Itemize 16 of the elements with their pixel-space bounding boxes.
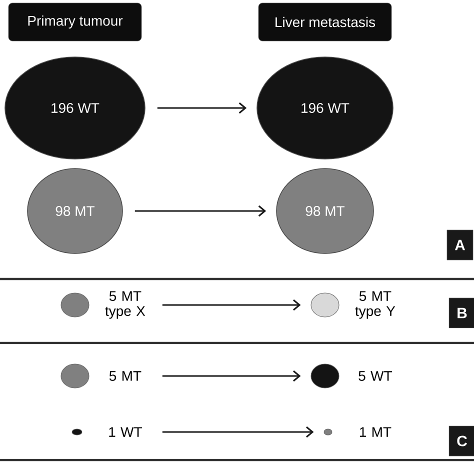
panel-letter: C <box>448 426 474 456</box>
cell-label: 5 WT <box>358 371 392 381</box>
arrow <box>157 102 247 114</box>
arrow <box>134 205 266 217</box>
header-box: Primary tumour <box>8 2 142 42</box>
panel-letter: A <box>446 230 474 260</box>
cell-label: 5 MT type X <box>105 291 146 319</box>
arrow <box>162 370 301 382</box>
header-box: Liver metastasis <box>258 2 392 42</box>
panel-letter: B <box>448 298 474 328</box>
cell-label: 5 MT <box>109 371 142 381</box>
cell-label: 1 MT <box>360 427 392 437</box>
arrow <box>162 299 301 311</box>
cell-label: 5 MT type Y <box>355 291 396 319</box>
cell-label: 1 WT <box>109 427 142 437</box>
arrow <box>162 426 314 438</box>
